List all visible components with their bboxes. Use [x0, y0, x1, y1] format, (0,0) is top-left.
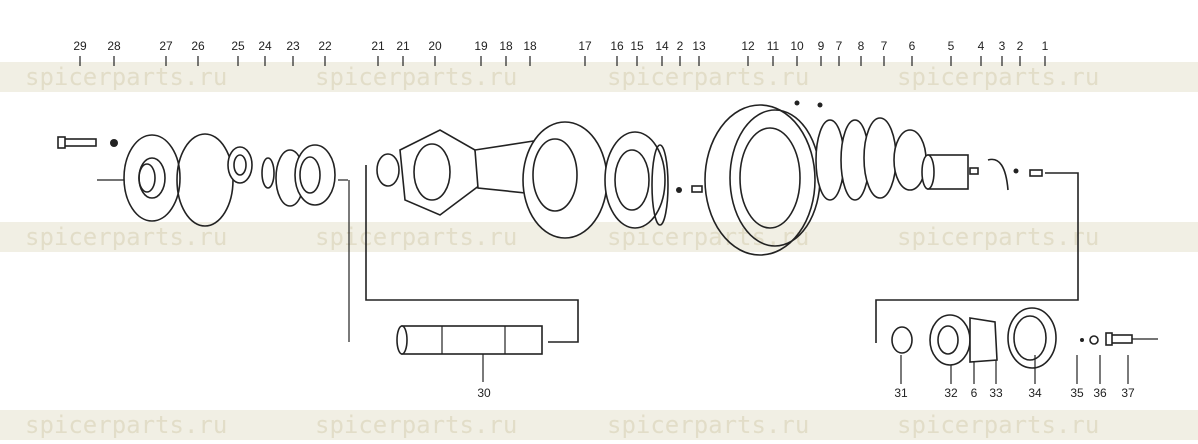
part-number-label: 12 [741, 39, 755, 53]
part-washer-34 [1007, 307, 1057, 369]
watermark: spicerparts.ru [25, 223, 228, 251]
part-gasket-26 [176, 133, 234, 227]
part-number-label: 35 [1070, 386, 1084, 400]
part-number-label: 36 [1093, 386, 1107, 400]
part-bearing-15 [604, 131, 666, 229]
part-number-label: 15 [630, 39, 644, 53]
part-number-label: 7 [836, 39, 843, 53]
watermark: spicerparts.ru [607, 411, 810, 439]
part-bolt-29 [57, 136, 97, 149]
watermark: spicerparts.ru [897, 63, 1100, 91]
part-number-label: 24 [258, 39, 272, 53]
part-number-label: 13 [692, 39, 706, 53]
part-number-label: 28 [107, 39, 121, 53]
part-number-label: 17 [578, 39, 592, 53]
part-nut-32 [929, 314, 971, 366]
part-number-label: 32 [944, 386, 958, 400]
watermark: spicerparts.ru [897, 223, 1100, 251]
part-number-label: 14 [655, 39, 669, 53]
part-number-label: 33 [989, 386, 1003, 400]
part-number-label: 16 [610, 39, 624, 53]
watermark: spicerparts.ru [25, 63, 228, 91]
part-number-label: 31 [894, 386, 908, 400]
part-number-label: 18 [499, 39, 513, 53]
watermark-band [0, 62, 1198, 92]
part-bearing-22 [294, 144, 336, 206]
part-hub-33 [969, 317, 998, 363]
part-number-label: 20 [428, 39, 442, 53]
watermark-band [0, 410, 1198, 440]
part-ring-31 [891, 326, 913, 354]
part-number-label: 10 [790, 39, 804, 53]
part-number-label: 11 [767, 39, 780, 53]
part-number-label: 1 [1042, 39, 1049, 53]
part-number-label: 6 [909, 39, 916, 53]
part-clutch-pack-8 [815, 117, 927, 201]
part-ring-14 [651, 144, 669, 226]
part-number-label: 30 [477, 386, 491, 400]
part-number-label: 27 [159, 39, 173, 53]
part-number-label: 19 [474, 39, 488, 53]
part-number-label: 9 [818, 39, 825, 53]
part-ring-gear-12 [704, 104, 821, 256]
watermark: spicerparts.ru [897, 411, 1100, 439]
part-number-label: 4 [978, 39, 985, 53]
part-flange-27 [123, 134, 181, 222]
part-number-label: 6 [971, 386, 978, 400]
part-number-label: 25 [231, 39, 245, 53]
watermark: spicerparts.ru [315, 63, 518, 91]
part-number-label: 22 [318, 39, 332, 53]
part-number-label: 2 [1017, 39, 1024, 53]
part-cylinder-5 [921, 154, 969, 190]
part-gear-17 [522, 121, 608, 239]
part-shaft-30 [396, 325, 543, 355]
part-number-label: 21 [396, 39, 410, 53]
part-number-label: 26 [191, 39, 205, 53]
watermark-band [0, 222, 1198, 252]
part-number-label: 29 [73, 39, 87, 53]
part-number-label: 2 [677, 39, 684, 53]
watermark: spicerparts.ru [607, 63, 810, 91]
part-number-label: 8 [858, 39, 865, 53]
part-ring-24 [261, 157, 275, 189]
part-number-label: 34 [1028, 386, 1042, 400]
part-number-label: 5 [948, 39, 955, 53]
part-seal-25 [227, 146, 253, 184]
part-carrier-20 [399, 129, 481, 216]
watermark: spicerparts.ru [315, 411, 518, 439]
part-number-label: 23 [286, 39, 300, 53]
part-number-label: 37 [1121, 386, 1135, 400]
part-28 [110, 139, 118, 147]
part-number-label: 18 [523, 39, 537, 53]
part-ring-21 [376, 153, 400, 187]
part-number-label: 21 [371, 39, 385, 53]
watermark: spicerparts.ru [25, 411, 228, 439]
part-number-label: 3 [999, 39, 1006, 53]
part-bolt-37 [1105, 332, 1158, 346]
part-number-label: 7 [881, 39, 888, 53]
